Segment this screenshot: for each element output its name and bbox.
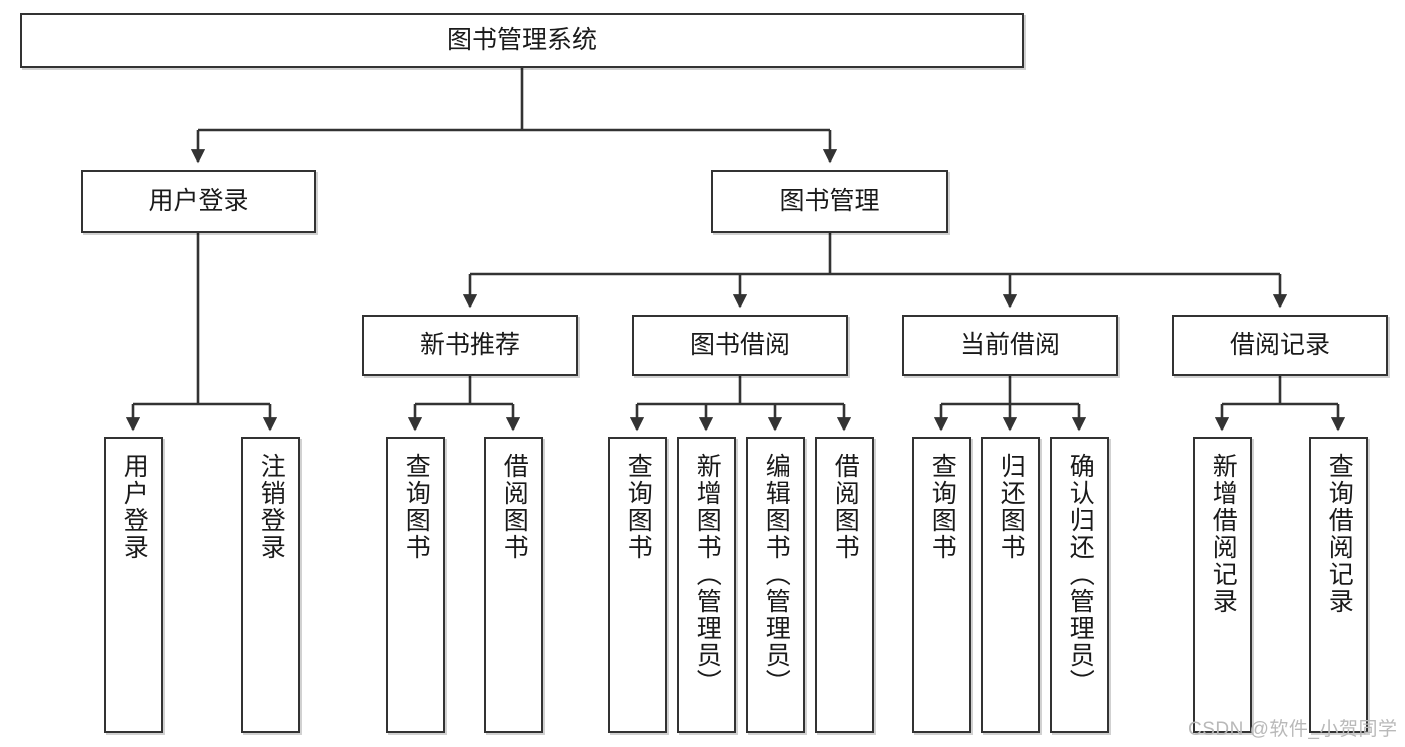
leaf-record-query[interactable]: 查询借阅记录 xyxy=(1309,437,1368,733)
leaf-current-confirm-return-admin[interactable]: 确认归还（管理员） xyxy=(1050,437,1109,733)
node-label: 借阅图书 xyxy=(831,453,860,561)
node-borrow-record[interactable]: 借阅记录 xyxy=(1172,315,1388,376)
node-user-login[interactable]: 用户登录 xyxy=(81,170,316,233)
node-label: 查询图书 xyxy=(402,453,431,561)
node-label: 新增图书（管理员） xyxy=(693,453,722,696)
leaf-user-login-login[interactable]: 用户登录 xyxy=(104,437,163,733)
node-label: 用户登录 xyxy=(148,186,249,215)
node-root-system[interactable]: 图书管理系统 xyxy=(20,13,1024,68)
node-label: 用户登录 xyxy=(120,453,149,561)
leaf-user-login-logout[interactable]: 注销登录 xyxy=(241,437,300,733)
node-label: 当前借阅 xyxy=(959,330,1060,359)
node-label: 编辑图书（管理员） xyxy=(762,453,791,696)
csdn-watermark: CSDN @软件_小贺同学 xyxy=(1188,719,1398,740)
node-label: 借阅记录 xyxy=(1229,330,1330,359)
node-new-book-recommend[interactable]: 新书推荐 xyxy=(362,315,578,376)
node-label: 注销登录 xyxy=(257,453,286,561)
node-label: 查询图书 xyxy=(624,453,653,561)
node-current-borrow[interactable]: 当前借阅 xyxy=(902,315,1118,376)
leaf-new-book-query[interactable]: 查询图书 xyxy=(386,437,445,733)
leaf-record-add[interactable]: 新增借阅记录 xyxy=(1193,437,1252,733)
node-book-borrow[interactable]: 图书借阅 xyxy=(632,315,848,376)
node-label: 查询图书 xyxy=(928,453,957,561)
leaf-current-return-book[interactable]: 归还图书 xyxy=(981,437,1040,733)
node-label: 图书借阅 xyxy=(689,330,790,359)
node-label: 查询借阅记录 xyxy=(1325,453,1354,615)
leaf-new-book-borrow[interactable]: 借阅图书 xyxy=(484,437,543,733)
leaf-current-query-book[interactable]: 查询图书 xyxy=(912,437,971,733)
leaf-borrow-query-book[interactable]: 查询图书 xyxy=(608,437,667,733)
node-label: 图书管理系统 xyxy=(446,25,597,54)
node-label: 归还图书 xyxy=(997,453,1026,561)
leaf-borrow-edit-book-admin[interactable]: 编辑图书（管理员） xyxy=(746,437,805,733)
leaf-borrow-add-book-admin[interactable]: 新增图书（管理员） xyxy=(677,437,736,733)
node-book-management[interactable]: 图书管理 xyxy=(711,170,948,233)
node-label: 新增借阅记录 xyxy=(1209,453,1238,615)
node-label: 借阅图书 xyxy=(500,453,529,561)
node-label: 新书推荐 xyxy=(419,330,520,359)
node-label: 确认归还（管理员） xyxy=(1066,453,1095,696)
node-label: 图书管理 xyxy=(779,186,880,215)
leaf-borrow-borrow-book[interactable]: 借阅图书 xyxy=(815,437,874,733)
